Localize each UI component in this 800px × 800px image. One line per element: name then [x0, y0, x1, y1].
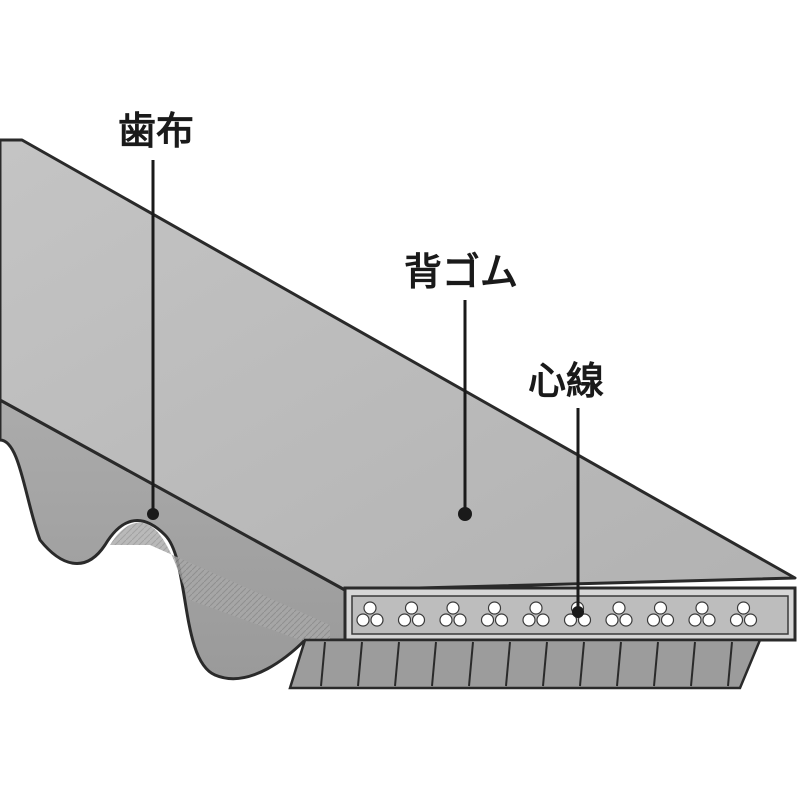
core-wire-strand — [522, 613, 536, 627]
core-wire-strand — [736, 601, 751, 615]
belt-teeth-front — [288, 638, 762, 690]
core-wire-band — [351, 595, 789, 635]
core-wire-strand — [743, 613, 758, 627]
tooth-divider — [727, 641, 733, 687]
core-wire-strand — [494, 613, 509, 627]
core-wire-strand — [487, 601, 502, 615]
leader-dot-core-wire — [572, 606, 584, 618]
core-wire-strand — [480, 613, 495, 627]
core-wire-strand — [729, 613, 744, 627]
core-wire-strand — [356, 613, 370, 627]
core-wire-strand — [619, 613, 633, 627]
label-back-rubber: 背ゴム — [404, 250, 519, 294]
belt-top-surface — [0, 138, 797, 592]
core-wire-strands — [356, 601, 758, 627]
core-wire-strand — [453, 613, 467, 627]
core-wire-strand — [660, 613, 675, 627]
tooth-divider — [320, 641, 326, 687]
core-wire-strand — [646, 613, 661, 627]
label-core-wire: 心線 — [528, 359, 605, 403]
core-wire-strand — [536, 613, 550, 627]
label-tooth-cloth: 歯布 — [118, 109, 195, 153]
core-wire-strand — [439, 613, 453, 627]
tooth-divider — [505, 641, 511, 687]
tooth-dividers — [320, 641, 733, 687]
core-wire-strand — [446, 601, 460, 615]
tooth-divider — [394, 641, 400, 687]
core-wire-strand — [404, 601, 419, 615]
core-wire-strand — [563, 613, 578, 627]
tooth-cloth-band — [110, 522, 330, 640]
core-wire-strand — [688, 613, 702, 627]
leader-dot-tooth-cloth — [147, 508, 159, 520]
tooth-divider — [431, 641, 437, 687]
core-wire-strand — [612, 601, 626, 615]
core-wire-strand — [577, 613, 592, 627]
core-wire-strand — [370, 613, 384, 627]
core-wire-strand — [695, 601, 709, 615]
tooth-divider — [468, 641, 474, 687]
tooth-divider — [357, 641, 363, 687]
core-wire-strand — [529, 601, 543, 615]
core-wire-strand — [397, 613, 412, 627]
leader-dot-back-rubber — [458, 507, 472, 521]
tooth-divider — [690, 641, 696, 687]
tooth-divider — [579, 641, 585, 687]
tooth-divider — [616, 641, 622, 687]
tooth-divider — [542, 641, 548, 687]
core-wire-strand — [605, 613, 619, 627]
core-wire-strand — [411, 613, 426, 627]
core-wire-strand — [653, 601, 668, 615]
core-wire-strand — [702, 613, 716, 627]
tooth-divider — [653, 641, 659, 687]
core-wire-strand — [363, 601, 377, 615]
